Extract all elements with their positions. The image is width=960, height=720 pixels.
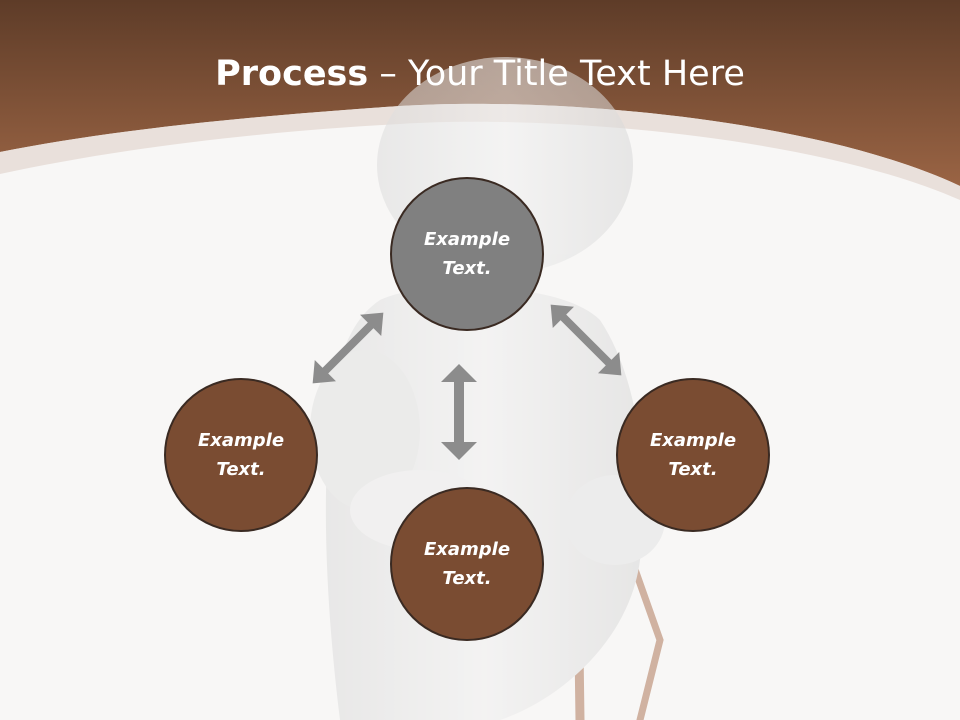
process-node-left: Example Text. [164, 378, 318, 532]
process-node-bottom-text: Example Text. [423, 539, 511, 589]
arrow-top-left-icon [312, 312, 384, 384]
slide-title: Process – Your Title Text Here [0, 50, 960, 98]
process-node-bottom: Example Text. [390, 487, 544, 641]
process-node-right: Example Text. [616, 378, 770, 532]
process-node-top: Example Text. [390, 177, 544, 331]
arrow-top-right-icon [550, 304, 622, 376]
title-rest: – Your Title Text Here [368, 54, 745, 94]
process-node-right-text: Example Text. [649, 430, 737, 480]
arrow-vertical-icon [441, 364, 477, 460]
title-bold: Process [215, 54, 369, 94]
process-node-top-text: Example Text. [423, 229, 511, 279]
header-swoosh [0, 103, 960, 200]
process-node-left-text: Example Text. [197, 430, 285, 480]
